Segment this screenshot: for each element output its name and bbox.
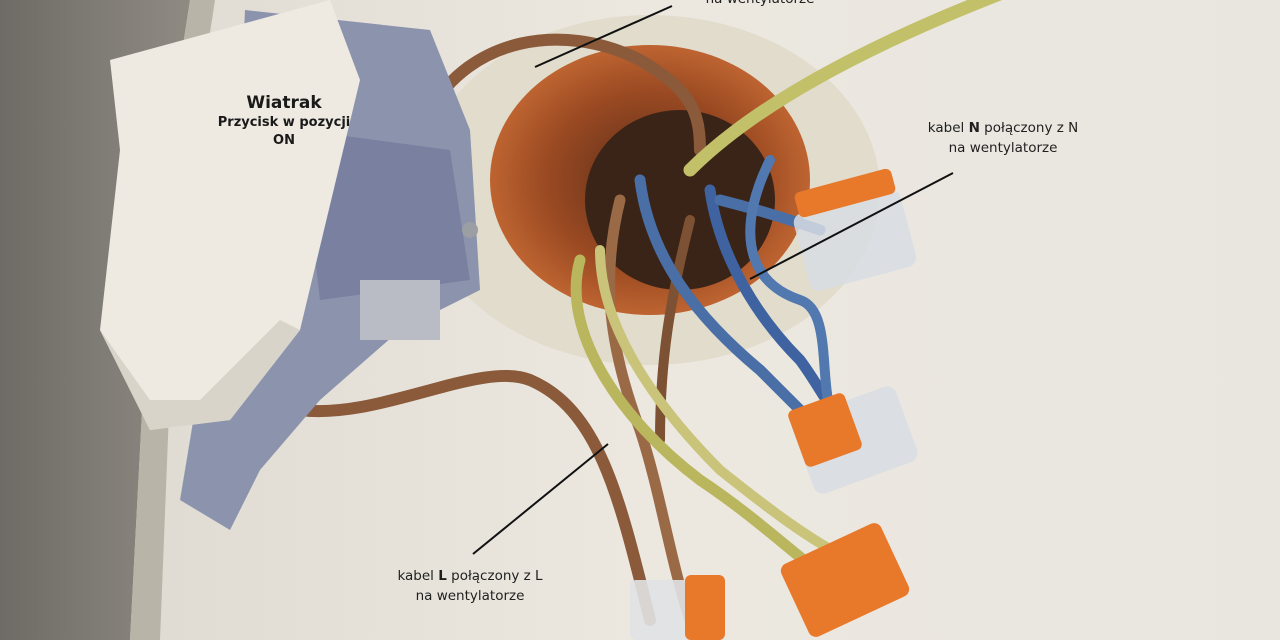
annotation-n-line1: kabel N połączony z N: [898, 118, 1108, 138]
wago-connector-n: [793, 168, 917, 291]
earth-wires: [570, 0, 1003, 586]
annotation-n-pre: kabel: [927, 120, 969, 136]
annotation-top-line2: na wentylatorze: [640, 0, 880, 9]
annotation-l-line1: kabel L połączony z L: [360, 566, 580, 586]
wago-connector-lower: [788, 386, 918, 494]
light-switch: [100, 0, 480, 530]
switch-label-title: Wiatrak: [246, 93, 322, 113]
switch-label: Wiatrak Przycisk w pozycji ON: [216, 92, 352, 150]
wago-connector-l: [630, 575, 725, 640]
annotation-top: na wentylatorze: [640, 0, 880, 9]
annotation-l-line2: na wentylatorze: [415, 588, 525, 604]
leader-line-l: [472, 443, 609, 555]
annotation-l-post: połączony z L: [446, 568, 543, 584]
annotation-n-bold: N: [968, 120, 980, 136]
annotation-n: kabel N połączony z N na wentylatorze: [898, 118, 1108, 158]
switch-rocker: [100, 0, 360, 430]
annotation-l-pre: kabel: [397, 568, 439, 584]
annotation-n-post: połączony z N: [979, 120, 1079, 136]
annotation-l-bold: L: [438, 568, 447, 584]
annotation-l: kabel L połączony z L na wentylatorze: [360, 566, 580, 606]
annotation-n-line2: na wentylatorze: [948, 140, 1058, 156]
wago-connector-earth: [780, 523, 910, 637]
leader-line-n: [749, 172, 954, 280]
switch-label-subtitle: Przycisk w pozycji ON: [217, 115, 351, 148]
screw: [462, 222, 478, 238]
leader-line-top: [534, 5, 673, 68]
